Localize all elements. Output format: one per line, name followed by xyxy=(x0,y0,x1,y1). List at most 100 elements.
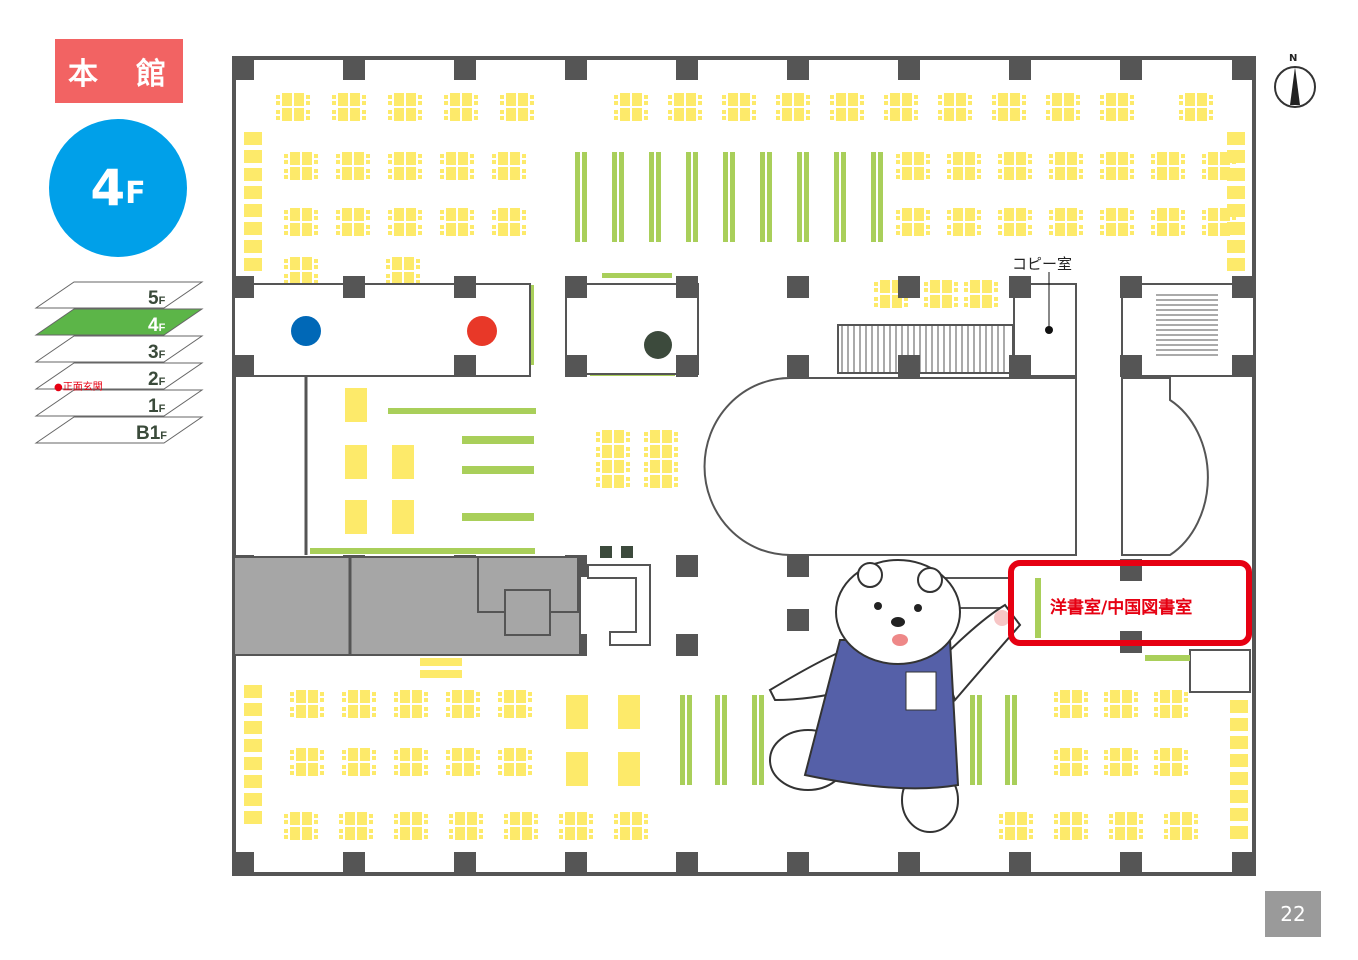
pillar xyxy=(1009,355,1031,377)
chair xyxy=(896,216,900,220)
chair xyxy=(530,95,534,99)
desk xyxy=(914,152,924,165)
desk xyxy=(1055,223,1065,236)
chair xyxy=(284,814,288,818)
chair xyxy=(998,169,1002,173)
chair xyxy=(290,707,294,711)
chair xyxy=(722,116,726,120)
chair xyxy=(444,116,448,120)
desk xyxy=(450,108,460,121)
floor-5f[interactable]: 5F xyxy=(148,288,166,309)
chair xyxy=(924,303,928,307)
chair xyxy=(992,116,996,120)
chair xyxy=(528,692,532,696)
desk xyxy=(686,108,696,121)
copy-room-label: コピー室 xyxy=(1012,255,1073,273)
desk xyxy=(614,430,624,443)
chair xyxy=(998,160,1002,164)
chair xyxy=(284,259,288,263)
chair xyxy=(1046,95,1050,99)
chair xyxy=(314,259,318,263)
chair xyxy=(418,101,422,105)
chair xyxy=(668,101,672,105)
chair xyxy=(992,110,996,114)
chair xyxy=(1134,771,1138,775)
chair xyxy=(596,483,600,487)
floor-plane xyxy=(34,308,204,336)
desk xyxy=(290,208,300,221)
chair xyxy=(332,95,336,99)
chair xyxy=(968,101,972,105)
chair xyxy=(418,175,422,179)
chair xyxy=(994,288,998,292)
chair xyxy=(332,110,336,114)
chair xyxy=(342,771,346,775)
chair xyxy=(394,820,398,824)
desk xyxy=(1170,827,1180,840)
floor-4f[interactable]: 4F xyxy=(148,315,166,336)
chair xyxy=(668,95,672,99)
chair xyxy=(776,95,780,99)
atrium-void-right xyxy=(1121,377,1209,556)
chair xyxy=(977,175,981,179)
chair xyxy=(470,210,474,214)
chair xyxy=(424,765,428,769)
chair xyxy=(644,814,648,818)
chair xyxy=(904,303,908,307)
large-table xyxy=(345,500,367,534)
desk xyxy=(406,167,416,180)
highlight-room-label[interactable]: 洋書室/中国図書室 xyxy=(1050,598,1193,618)
desk xyxy=(1106,223,1116,236)
floor-3f[interactable]: 3F xyxy=(148,342,166,363)
chair xyxy=(1100,231,1104,235)
floor-1f[interactable]: 1F xyxy=(148,396,166,417)
desk xyxy=(350,108,360,121)
bookshelf xyxy=(310,548,535,554)
chair xyxy=(342,750,346,754)
desk xyxy=(412,748,422,761)
chair xyxy=(498,756,502,760)
chair xyxy=(674,453,678,457)
chair xyxy=(500,116,504,120)
desk xyxy=(464,748,474,761)
chair xyxy=(1134,765,1138,769)
desk xyxy=(1055,152,1065,165)
desk xyxy=(290,812,300,825)
chair xyxy=(1084,835,1088,839)
chair xyxy=(964,297,968,301)
desk xyxy=(953,152,963,165)
desk xyxy=(970,280,980,293)
bookshelf xyxy=(686,152,691,242)
desk xyxy=(1016,208,1026,221)
chair xyxy=(320,756,324,760)
chair xyxy=(1109,820,1113,824)
chair xyxy=(394,771,398,775)
desk xyxy=(354,223,364,236)
chair xyxy=(926,225,930,229)
desk xyxy=(338,108,348,121)
carrel xyxy=(1230,826,1248,839)
floor-2f[interactable]: 2F xyxy=(148,369,166,390)
desk xyxy=(1185,93,1195,106)
desk xyxy=(1197,108,1207,121)
chair xyxy=(366,169,370,173)
chair xyxy=(977,160,981,164)
desk xyxy=(498,167,508,180)
chair xyxy=(388,216,392,220)
desk xyxy=(518,93,528,106)
carrel xyxy=(1227,204,1245,217)
floor-b1f[interactable]: B1F xyxy=(136,423,168,444)
bookshelf xyxy=(619,152,624,242)
chair xyxy=(424,814,428,818)
chair xyxy=(424,771,428,775)
chair xyxy=(614,820,618,824)
chair xyxy=(977,169,981,173)
chair xyxy=(418,160,422,164)
pillar xyxy=(1232,852,1254,874)
desk xyxy=(1169,208,1179,221)
chair xyxy=(752,95,756,99)
desk xyxy=(392,272,402,285)
highlight-box[interactable] xyxy=(1008,560,1252,646)
desk xyxy=(1208,223,1218,236)
